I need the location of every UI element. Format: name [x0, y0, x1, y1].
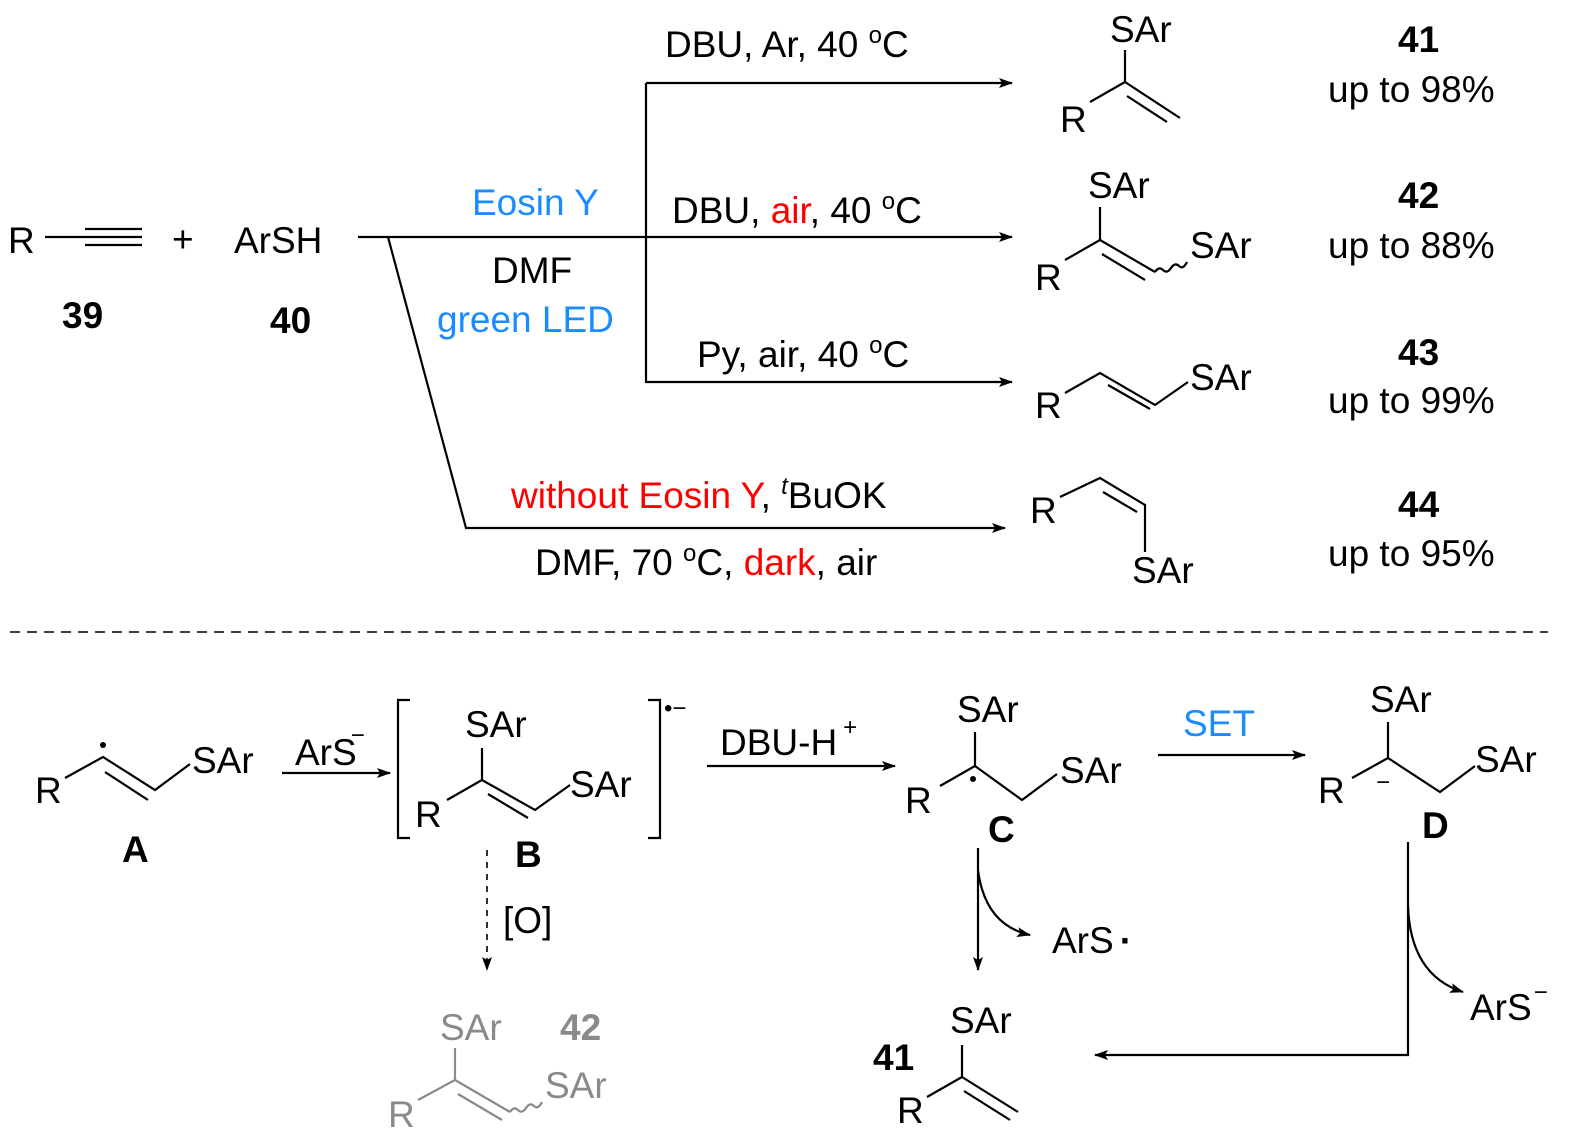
anion-charge: −: [1376, 769, 1390, 796]
thiol-formula: ArSH: [234, 220, 322, 261]
sar-group: SAr: [545, 1065, 607, 1106]
conditions-42: DBU, air, 40 oC: [672, 188, 922, 231]
product-label-41: 41: [1398, 19, 1439, 60]
sar-group: SAr: [957, 689, 1019, 730]
catalyst-label: Eosin Y: [472, 182, 599, 223]
radical-dot: [100, 742, 106, 748]
sar-group: SAr: [1370, 679, 1432, 720]
oxidation-label: [O]: [503, 900, 552, 941]
radical-anion-charge: •−: [664, 695, 686, 722]
reactant-alkyne-39: R 39: [8, 220, 142, 336]
sar-group: SAr: [1088, 165, 1150, 206]
conditions-41: DBU, Ar, 40 oC: [665, 22, 909, 65]
product-label-42: 42: [560, 1007, 601, 1048]
r-group: R: [8, 220, 35, 261]
arrow-to-44: [386, 236, 1006, 533]
reagent-ars-anion: ArS−: [295, 722, 365, 773]
radical-dot: [970, 776, 976, 782]
intermediate-label-D: D: [1422, 805, 1449, 846]
curved-arrow-anion-release: [1406, 904, 1464, 994]
yield-43: up to 99%: [1328, 380, 1495, 421]
intermediate-label-C: C: [988, 809, 1015, 850]
product-43-structure: R SAr: [1035, 357, 1252, 426]
intermediate-D: SAr R SAr − D: [1318, 679, 1537, 846]
conditions-44-line1: without Eosin Y, tBuOK: [510, 473, 887, 516]
product-41-structure: SAr R: [1060, 9, 1181, 140]
sar-group: SAr: [950, 1000, 1012, 1041]
sar-group: SAr: [1190, 225, 1252, 266]
intermediate-C: SAr R SAr C: [905, 689, 1122, 850]
product-44-structure: R SAr: [1030, 476, 1194, 591]
r-group: R: [1060, 99, 1087, 140]
solvent-label: DMF: [492, 250, 572, 291]
intermediate-label-A: A: [122, 829, 149, 870]
sar-group: SAr: [1475, 739, 1537, 780]
triple-bond: [45, 227, 142, 247]
curved-arrow-radical-release: [976, 869, 1031, 938]
reagent-dbu-h: DBU-H+: [720, 714, 857, 763]
light-label: green LED: [437, 299, 614, 340]
sar-group: SAr: [465, 704, 527, 745]
conditions-44-line2: DMF, 70 oC, dark, air: [535, 540, 877, 583]
sar-group: SAr: [1110, 9, 1172, 50]
yield-41: up to 98%: [1328, 69, 1495, 110]
plus-sign: +: [172, 219, 194, 260]
yield-column: 41 up to 98% 42 up to 88% 43 up to 99% 4…: [1328, 19, 1495, 574]
intermediate-label-B: B: [515, 834, 542, 875]
final-product-41: SAr 41 R: [873, 1000, 1019, 1131]
yield-42: up to 88%: [1328, 225, 1495, 266]
brackets: [396, 698, 662, 840]
sar-group: SAr: [570, 764, 632, 805]
r-group: R: [1035, 257, 1062, 298]
branch-arrows: [358, 78, 1013, 533]
r-group: R: [905, 780, 932, 821]
ars-anion: ArS−: [1470, 979, 1548, 1028]
intermediate-A: R SAr A: [35, 740, 254, 870]
r-group: R: [1030, 490, 1057, 531]
intermediate-B: •− SAr R SAr B: [396, 695, 686, 875]
compound-label-40: 40: [270, 300, 311, 341]
side-product-42: SAr 42 R SAr: [388, 1007, 607, 1135]
r-group: R: [1035, 385, 1062, 426]
ars-radical: ArS·: [1052, 920, 1132, 961]
set-label: SET: [1183, 703, 1255, 744]
sar-group: SAr: [192, 740, 254, 781]
compound-label-39: 39: [62, 295, 103, 336]
product-label-41: 41: [873, 1037, 914, 1078]
product-label-42: 42: [1398, 175, 1439, 216]
r-group: R: [1318, 770, 1345, 811]
product-42-structure: SAr R SAr: [1035, 165, 1252, 298]
sar-group: SAr: [1060, 750, 1122, 791]
reactant-thiol-40: ArSH 40: [234, 220, 322, 341]
r-group: R: [388, 1094, 415, 1135]
arrow-D-to-41: [1094, 842, 1410, 1060]
product-label-43: 43: [1398, 332, 1439, 373]
yield-44: up to 95%: [1328, 533, 1495, 574]
sar-group: SAr: [440, 1007, 502, 1048]
r-group: R: [897, 1090, 924, 1131]
sar-group: SAr: [1132, 550, 1194, 591]
product-label-44: 44: [1398, 484, 1440, 525]
sar-group: SAr: [1190, 357, 1252, 398]
r-group: R: [415, 794, 442, 835]
r-group: R: [35, 770, 62, 811]
conditions-43: Py, air, 40 oC: [697, 332, 909, 375]
